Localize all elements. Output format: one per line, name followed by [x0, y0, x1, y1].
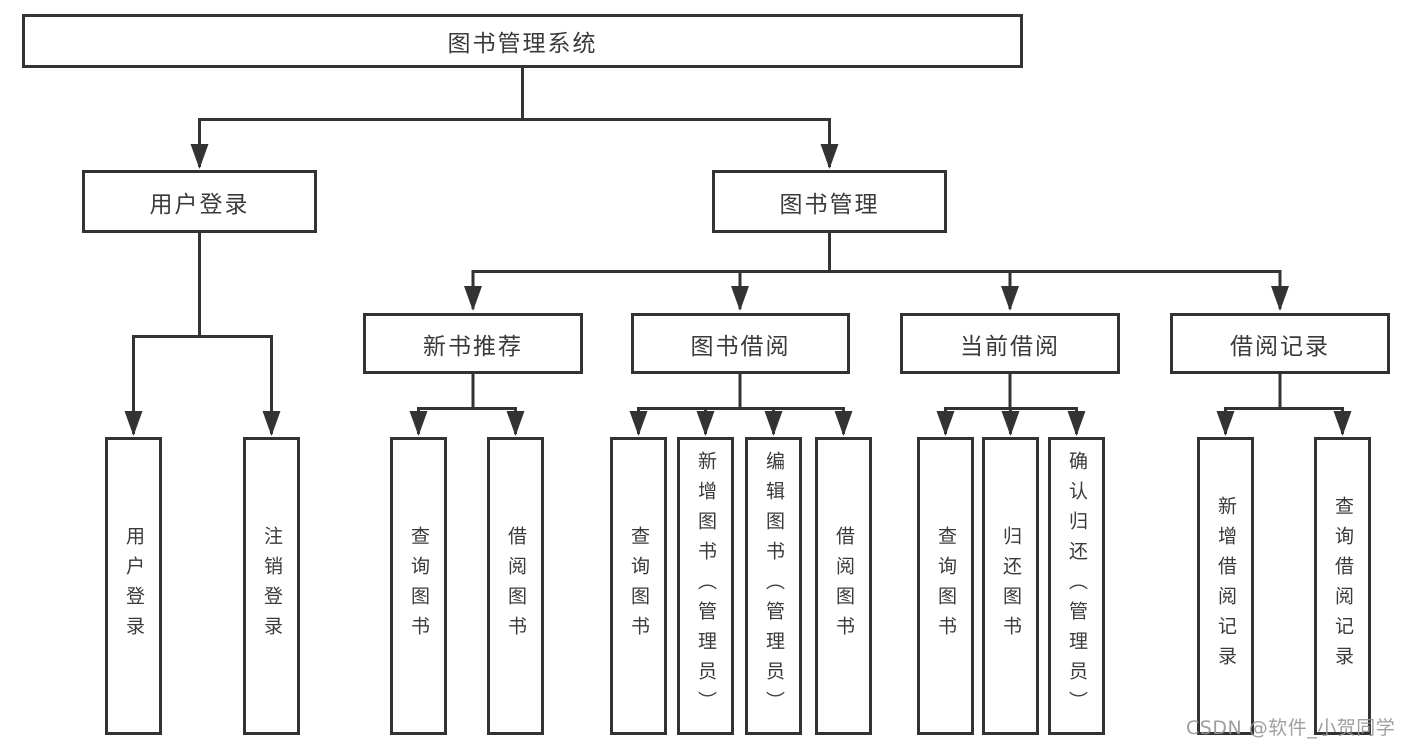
leaf-label: 借阅图书	[505, 526, 527, 646]
leaf-label: 查询图书	[628, 526, 650, 646]
node-label: 图书管理	[779, 191, 880, 218]
leaf-add-book-admin: 新增图书（管理员）	[677, 437, 734, 735]
leaf-logout: 注销登录	[243, 437, 300, 735]
leaf-label: 归还图书	[1000, 526, 1022, 646]
node-borrowing-records: 借阅记录	[1170, 313, 1390, 374]
leaf-label: 注销登录	[261, 526, 283, 646]
leaf-label: 编辑图书（管理员）	[763, 451, 785, 721]
leaf-user-login: 用户登录	[105, 437, 162, 735]
node-book-borrowing: 图书借阅	[631, 313, 850, 374]
node-label: 用户登录	[149, 191, 250, 218]
leaf-query-books-current: 查询图书	[917, 437, 974, 735]
leaf-label: 确认归还（管理员）	[1066, 451, 1088, 721]
node-label: 图书借阅	[690, 333, 791, 360]
leaf-label: 新增借阅记录	[1215, 496, 1237, 676]
leaf-borrow-books-recommend: 借阅图书	[487, 437, 544, 735]
leaf-label: 新增图书（管理员）	[695, 451, 717, 721]
leaf-label: 查询图书	[408, 526, 430, 646]
leaf-borrow-books: 借阅图书	[815, 437, 872, 735]
node-book-management: 图书管理	[712, 170, 947, 233]
leaf-query-books-recommend: 查询图书	[390, 437, 447, 735]
leaf-edit-book-admin: 编辑图书（管理员）	[745, 437, 802, 735]
node-label: 借阅记录	[1230, 333, 1330, 360]
leaf-add-borrow-record: 新增借阅记录	[1197, 437, 1254, 735]
leaf-return-book: 归还图书	[982, 437, 1039, 735]
node-label: 新书推荐	[423, 333, 523, 360]
node-library-management-system: 图书管理系统	[22, 14, 1023, 68]
arrowheads	[124, 144, 1352, 436]
leaf-label: 查询借阅记录	[1332, 496, 1354, 676]
leaf-label: 查询图书	[935, 526, 957, 646]
leaf-query-borrow-record: 查询借阅记录	[1314, 437, 1371, 735]
leaf-confirm-return-admin: 确认归还（管理员）	[1048, 437, 1105, 735]
node-new-book-recommendation: 新书推荐	[363, 313, 583, 374]
leaf-query-books-borrow: 查询图书	[610, 437, 667, 735]
node-label: 图书管理系统	[447, 31, 598, 57]
node-current-borrowing: 当前借阅	[900, 313, 1120, 374]
leaf-label: 用户登录	[123, 526, 145, 646]
csdn-watermark: CSDN @软件_小贺同学	[1186, 717, 1396, 739]
node-label: 当前借阅	[960, 333, 1060, 360]
node-user-login: 用户登录	[82, 170, 317, 233]
leaf-label: 借阅图书	[833, 526, 855, 646]
